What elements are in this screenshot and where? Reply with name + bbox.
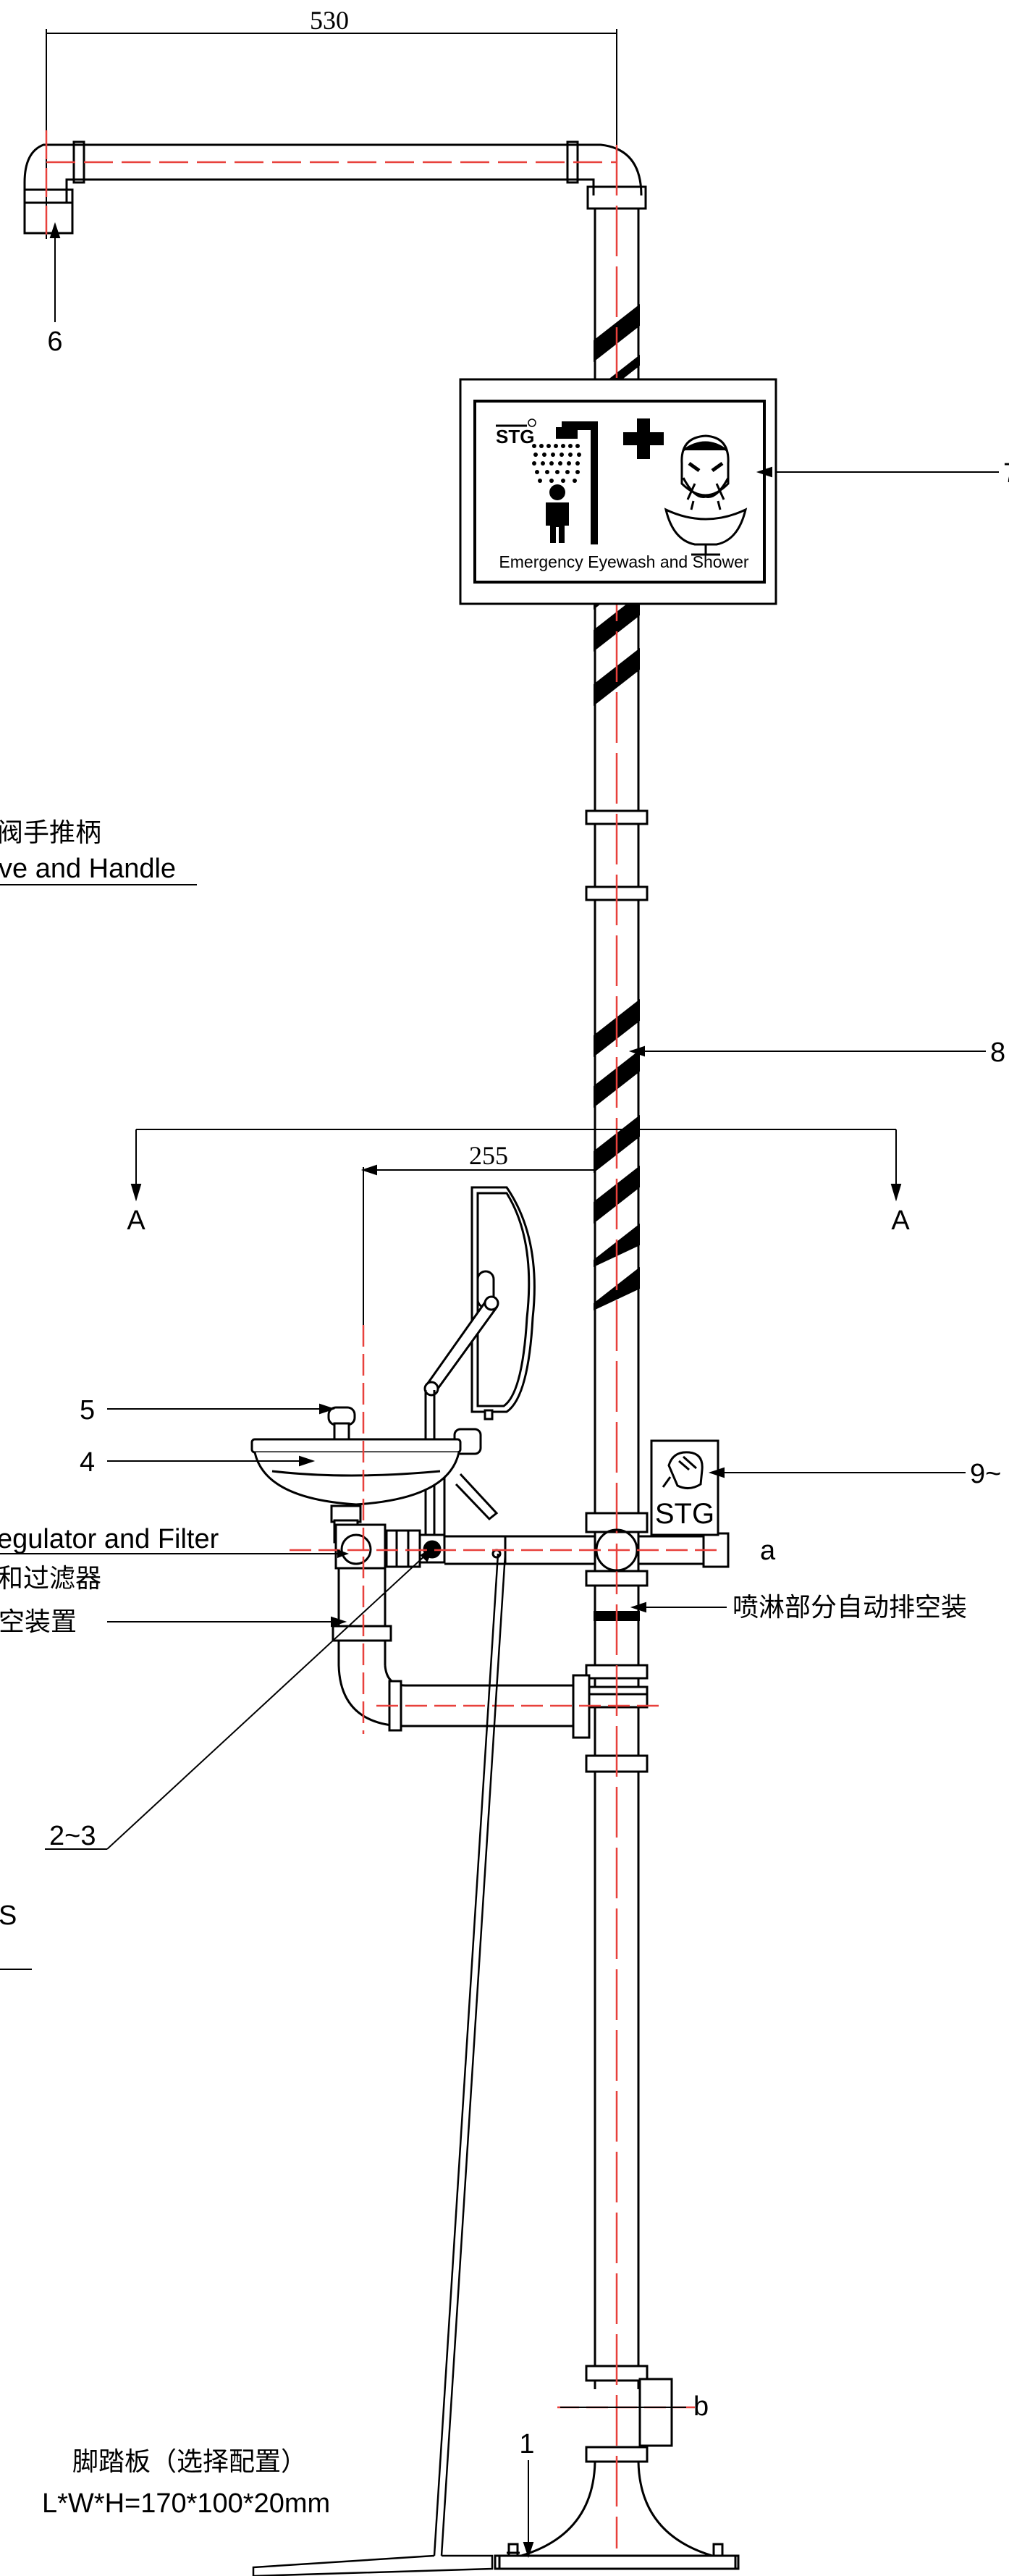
safety-sign: STG Emergency Eyewash and Shower: [459, 378, 777, 605]
drain-box-b: [638, 2378, 673, 2447]
callout-a: a: [760, 1536, 776, 1566]
drain-right-leader: [630, 1601, 727, 1613]
callout-1: 1: [519, 2429, 534, 2459]
callout-5-leader: [107, 1403, 336, 1415]
callout-4: 4: [80, 1447, 95, 1478]
sign-caption: Emergency Eyewash and Shower: [499, 552, 749, 571]
supply-pipe-lower: [332, 1568, 591, 1739]
sign-brand: STG: [496, 426, 534, 447]
callout-6-leader: [49, 222, 61, 322]
regulator-en: egulator and Filter: [0, 1524, 219, 1554]
hand-push-icon: [662, 1451, 704, 1489]
shower-person-icon: [532, 421, 598, 544]
dimension-530-label: 530: [310, 6, 349, 35]
callout-9: 9~: [970, 1459, 1001, 1489]
callout-7: 7: [1003, 458, 1009, 489]
shower-arm: [23, 140, 647, 235]
callout-1-leader: [523, 2460, 534, 2559]
drain-left-cn: 空装置: [0, 1607, 77, 1637]
regulator-block: [334, 1523, 421, 1570]
pedal-dims: L*W*H=170*100*20mm: [42, 2488, 330, 2519]
section-a-line: [130, 1129, 902, 1202]
dimension-530: [46, 29, 617, 239]
drain-left-leader: [107, 1616, 347, 1628]
drain-right-cn: 喷淋部分自动排空装: [733, 1593, 967, 1622]
callout-6: 6: [47, 327, 62, 357]
pedal-cn: 脚踏板（选择配置）: [72, 2447, 307, 2477]
callout-4-leader: [107, 1455, 316, 1467]
pole-couplings: [585, 809, 649, 2463]
pedal-linkage: [252, 1553, 507, 2576]
regulator-cn: 和过滤器: [0, 1564, 101, 1594]
section-a-left: A: [127, 1205, 145, 1236]
callout-2-3: 2~3: [49, 1821, 96, 1851]
callout-b: b: [693, 2391, 709, 2422]
eyewash-lid: [470, 1186, 536, 1420]
left-s: S: [0, 1901, 17, 1931]
stg-badge-text: STG: [655, 1498, 714, 1530]
callout-9-leader: [708, 1467, 966, 1478]
dimension-255-label: 255: [469, 1141, 508, 1170]
callout-7-leader: [756, 466, 999, 478]
valve-handle-en: ve and Handle: [0, 854, 176, 884]
callout-8-leader: [628, 1045, 986, 1057]
eyewash-face-icon: [664, 434, 748, 556]
callout-2-3-leader: [45, 1546, 435, 1850]
callout-8: 8: [990, 1037, 1005, 1068]
first-aid-cross-icon: [623, 418, 664, 459]
valve-handle-cn: 阀手推柄: [0, 818, 101, 848]
dimension-255: [360, 1164, 595, 1325]
eyewash-basin: [250, 1406, 462, 1506]
base-flange: [494, 2461, 740, 2570]
stg-badge: STG: [650, 1439, 719, 1536]
section-a-right: A: [891, 1205, 910, 1236]
centerline-top: [45, 130, 617, 239]
callout-5: 5: [80, 1395, 95, 1426]
